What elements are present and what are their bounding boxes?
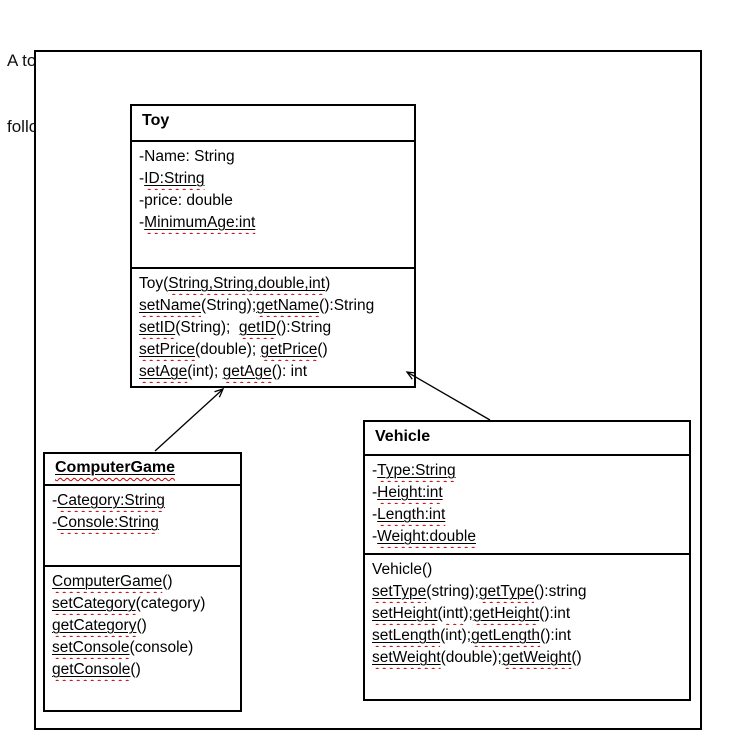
member-line: -Name: String <box>139 148 235 165</box>
member-line: -Console:String <box>52 514 159 531</box>
member-line: getConsole() <box>52 661 141 678</box>
toy-class-box: Toy -Name: String -ID:String -price: doubl… <box>130 104 416 388</box>
member-line: setConsole(console) <box>52 639 194 656</box>
member-line: Vehicle() <box>372 561 433 578</box>
vehicle-methods-section: Vehicle() setType(string);getType():strin… <box>365 553 689 699</box>
member-line: setType(string);getType():string <box>372 583 587 600</box>
member-line: -price: double <box>139 192 233 209</box>
member-line: setHeight(intt);getHeight():int <box>372 605 571 622</box>
member-line: -MinimumAge:int <box>139 214 256 231</box>
member-line: -Weight:double <box>372 528 476 545</box>
vehicle-attributes-section: -Type:String -Height:int -Length:int -Weigh… <box>365 454 689 553</box>
member-line: ComputerGame() <box>52 573 173 590</box>
computergame-methods-section: ComputerGame() setCategory(category) getCa… <box>45 565 240 710</box>
member-line: -Height:int <box>372 484 443 501</box>
member-line: setName(String);getName():String <box>139 297 375 314</box>
member-line: -Type:String <box>372 462 456 479</box>
member-line: -ID:String <box>139 170 205 187</box>
toy-class-title: Toy <box>142 112 170 129</box>
member-line: setWeight(double);getWeight() <box>372 649 582 666</box>
toy-attributes-section: -Name: String -ID:String -price: double -Mi… <box>132 140 414 267</box>
computergame-class-title: ComputerGame <box>55 459 176 476</box>
vehicle-class-box: Vehicle -Type:String -Height:int -Length:i… <box>363 420 691 701</box>
member-line: Toy(String,String,double,int) <box>139 275 331 292</box>
member-line: setLength(int);getLength():int <box>372 627 572 644</box>
member-line: -Length:int <box>372 506 446 523</box>
vehicle-class-title: Vehicle <box>375 428 431 445</box>
member-line: setID(String); getID():String <box>139 319 332 336</box>
computergame-attributes-section: -Category:String -Console:String <box>45 484 240 565</box>
member-line: setPrice(double); getPrice() <box>139 341 328 358</box>
member-line: -Category:String <box>52 492 165 509</box>
computergame-class-box: ComputerGame -Category:String -Console:St… <box>43 452 242 712</box>
toy-methods-section: Toy(String,String,double,int) setName(Str… <box>132 267 414 386</box>
member-line: setCategory(category) <box>52 595 206 612</box>
member-line: getCategory() <box>52 617 147 634</box>
member-line: setAge(int); getAge(): int <box>139 363 308 380</box>
